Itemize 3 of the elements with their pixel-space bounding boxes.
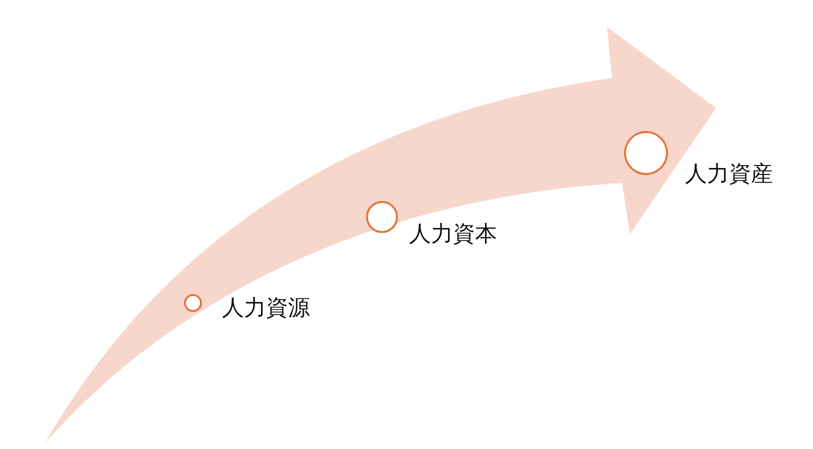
stage-label: 人力資産 xyxy=(685,162,773,188)
stage-label: 人力資源 xyxy=(222,296,310,322)
stage-label: 人力資本 xyxy=(409,222,497,248)
